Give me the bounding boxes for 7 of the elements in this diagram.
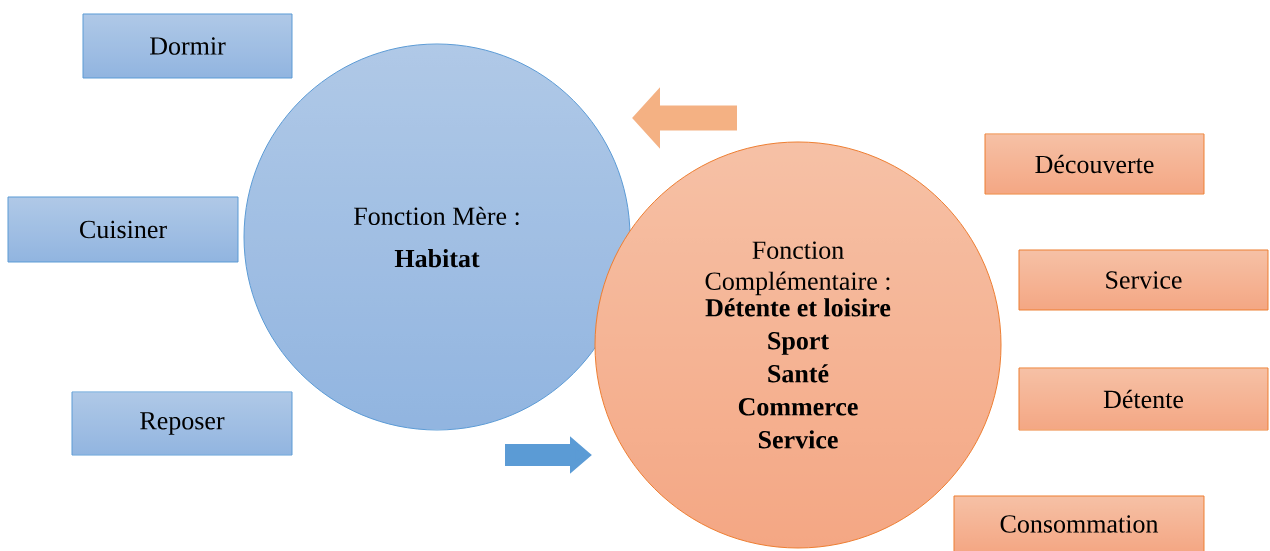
label-box: Cuisiner [7,196,239,263]
label-box: Dormir [82,13,293,79]
label-box: Service [1018,249,1269,311]
label-box: Reposer [71,391,293,456]
label-box: Consommation [953,495,1205,551]
label-box: Découverte [984,133,1205,195]
label-box: Détente [1018,367,1269,431]
